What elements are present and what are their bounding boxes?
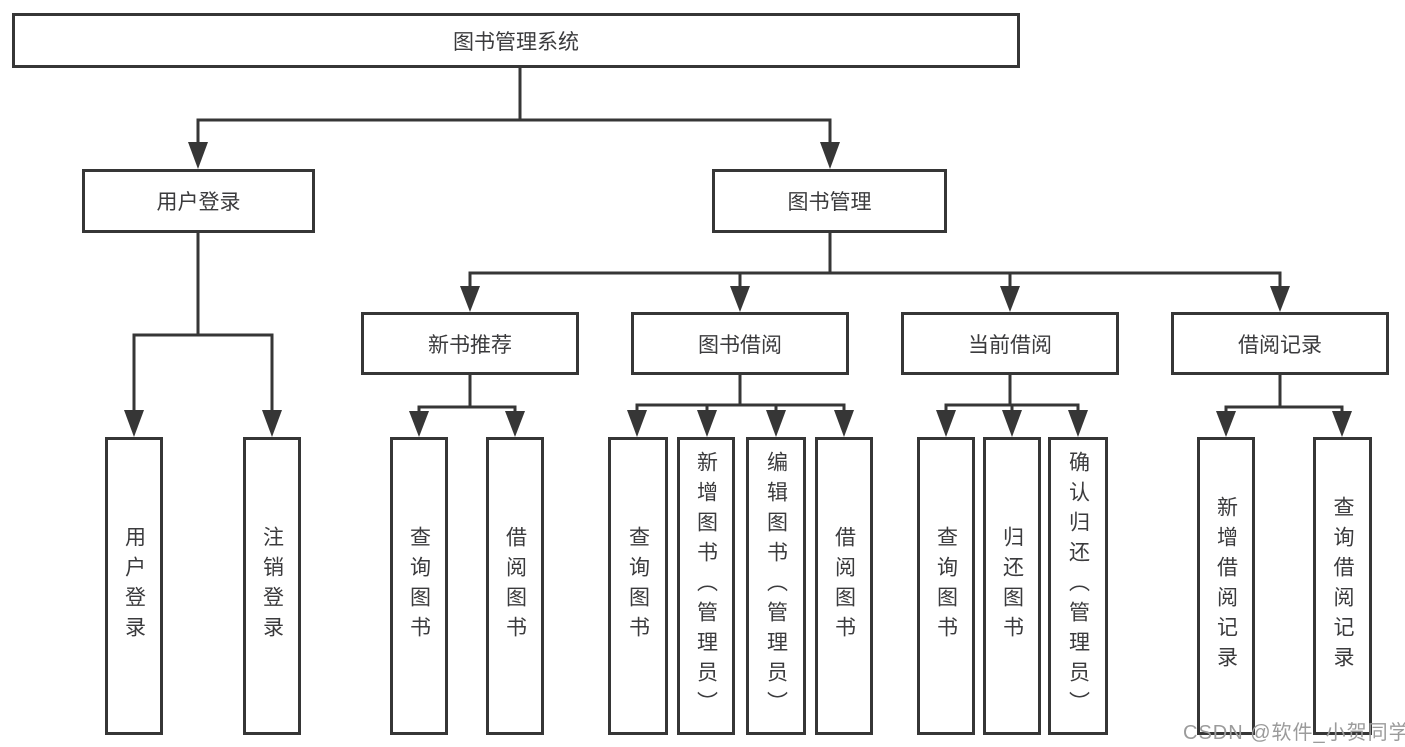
node-label: 借阅图书 (832, 526, 856, 646)
node-borrow-records: 借阅记录 (1171, 312, 1389, 375)
node-label: 注销登录 (260, 526, 284, 646)
node-leaf-logout: 注销登录 (243, 437, 301, 735)
node-leaf-query-books: 查询图书 (608, 437, 668, 735)
node-label: 用户登录 (122, 526, 146, 646)
node-book-borrow: 图书借阅 (631, 312, 849, 375)
node-label: 查询图书 (934, 526, 958, 646)
node-leaf-add-books-admin: 新增图书（管理员） (677, 437, 735, 735)
connector-current-borrow-to-leaves (936, 375, 1088, 437)
node-book-management: 图书管理 (712, 169, 947, 233)
node-leaf-query-borrow-record: 查询借阅记录 (1313, 437, 1372, 735)
node-leaf-user-login: 用户登录 (105, 437, 163, 735)
node-leaf-borrow-books: 借阅图书 (815, 437, 873, 735)
node-new-book-recommend: 新书推荐 (361, 312, 579, 375)
csdn-watermark: CSDN @软件_小贺同学 (1183, 722, 1405, 744)
node-label: 确认归还（管理员） (1066, 451, 1090, 721)
node-library-system: 图书管理系统 (12, 13, 1020, 68)
node-leaf-confirm-return-admin: 确认归还（管理员） (1048, 437, 1108, 735)
node-label: 编辑图书（管理员） (764, 451, 788, 721)
node-leaf-return-books: 归还图书 (983, 437, 1041, 735)
connector-new-book-to-leaves (409, 375, 525, 437)
node-leaf-query-books: 查询图书 (917, 437, 975, 735)
connector-book-borrow-to-leaves (627, 375, 854, 437)
node-label: 当前借阅 (968, 333, 1052, 357)
node-label: 图书管理 (787, 191, 872, 214)
node-label: 图书管理系统 (453, 30, 579, 54)
node-leaf-borrow-books: 借阅图书 (486, 437, 544, 735)
node-label: 图书借阅 (698, 333, 782, 357)
node-label: 查询借阅记录 (1331, 496, 1354, 676)
node-label: 查询图书 (626, 526, 650, 646)
node-current-borrow: 当前借阅 (901, 312, 1119, 375)
connector-user-login-to-leaves (124, 233, 282, 437)
node-label: 借阅图书 (503, 526, 527, 646)
connector-book-mgmt-to-level2 (460, 233, 1290, 312)
node-leaf-add-borrow-record: 新增借阅记录 (1197, 437, 1255, 735)
node-user-login: 用户登录 (82, 169, 315, 233)
connector-borrow-records-to-leaves (1216, 375, 1352, 437)
node-label: 新增借阅记录 (1214, 496, 1238, 676)
node-label: 查询图书 (407, 526, 431, 646)
node-leaf-query-books: 查询图书 (390, 437, 448, 735)
node-label: 新增图书（管理员） (694, 451, 718, 721)
node-leaf-edit-books-admin: 编辑图书（管理员） (746, 437, 806, 735)
node-label: 借阅记录 (1238, 333, 1322, 357)
connector-root-to-level1 (188, 68, 840, 169)
node-label: 新书推荐 (428, 333, 512, 357)
node-label: 用户登录 (156, 191, 241, 214)
node-label: 归还图书 (1000, 526, 1024, 646)
